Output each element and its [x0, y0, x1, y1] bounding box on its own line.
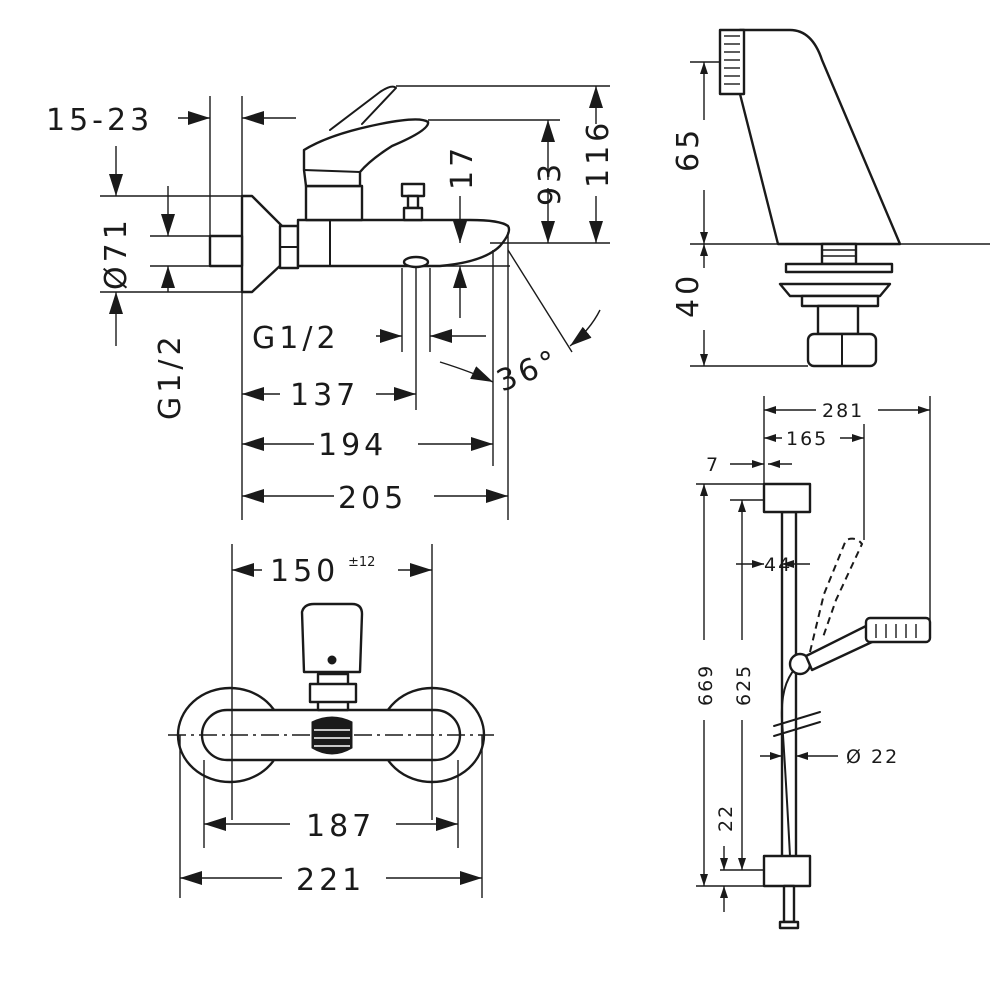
dim-g12-bottom: G1/2: [252, 321, 340, 356]
connector-view: [690, 28, 990, 368]
dim-669: 669: [695, 664, 717, 706]
dim-205: 205: [338, 481, 407, 516]
dim-15-23: 15-23: [46, 103, 153, 138]
side-view: [100, 85, 610, 520]
dim-44: 44: [764, 554, 792, 576]
dim-22: 22: [715, 804, 737, 832]
shower-rail-view: [696, 396, 932, 930]
top-bracket: [762, 482, 812, 514]
dim-165: 165: [786, 428, 828, 450]
hand-shower: [804, 622, 874, 672]
dim-194: 194: [318, 428, 387, 463]
dim-281: 281: [822, 400, 864, 422]
connector-washer: [784, 262, 894, 274]
wall-connector: [208, 234, 244, 268]
dim-17: 17: [445, 144, 480, 190]
dim-40: 40: [671, 272, 706, 318]
hand-shower-alternate: [809, 537, 864, 653]
dim-625: 625: [733, 664, 755, 706]
front-view: [168, 544, 494, 898]
dim-150: 150: [270, 554, 339, 589]
bottom-bracket: [762, 854, 812, 888]
handle-column: [304, 184, 364, 222]
connector-dimensions: 65 40: [671, 62, 708, 366]
dim-7: 7: [706, 454, 720, 476]
connector-shank: [820, 242, 858, 266]
lever-front: [300, 602, 364, 674]
wall-rosette: [240, 194, 284, 294]
hand-shower-head: [864, 616, 932, 644]
dim-137: 137: [290, 378, 359, 413]
dim-221: 221: [296, 863, 365, 898]
dim-116: 116: [581, 119, 616, 188]
dim-g12-left: G1/2: [153, 332, 188, 420]
dim-diameter-22: Ø 22: [846, 746, 899, 768]
dim-diameter-71: Ø71: [99, 216, 134, 290]
dim-65: 65: [671, 126, 706, 172]
front-view-dimensions: 150 ±12 187 221: [180, 554, 482, 898]
connector-body: [738, 28, 902, 246]
lever-handle: [302, 118, 430, 188]
dim-angle-36: 36°: [492, 343, 566, 400]
spout-outlet: [402, 255, 430, 269]
diverter-knob: [400, 182, 426, 198]
shower-rail-dimensions: 281 165 7 44 669 625 Ø 22 22: [695, 400, 930, 912]
dim-93: 93: [533, 160, 568, 206]
dim-187: 187: [306, 809, 375, 844]
spout-front: [311, 716, 353, 755]
dim-150-tolerance: ±12: [348, 555, 375, 570]
